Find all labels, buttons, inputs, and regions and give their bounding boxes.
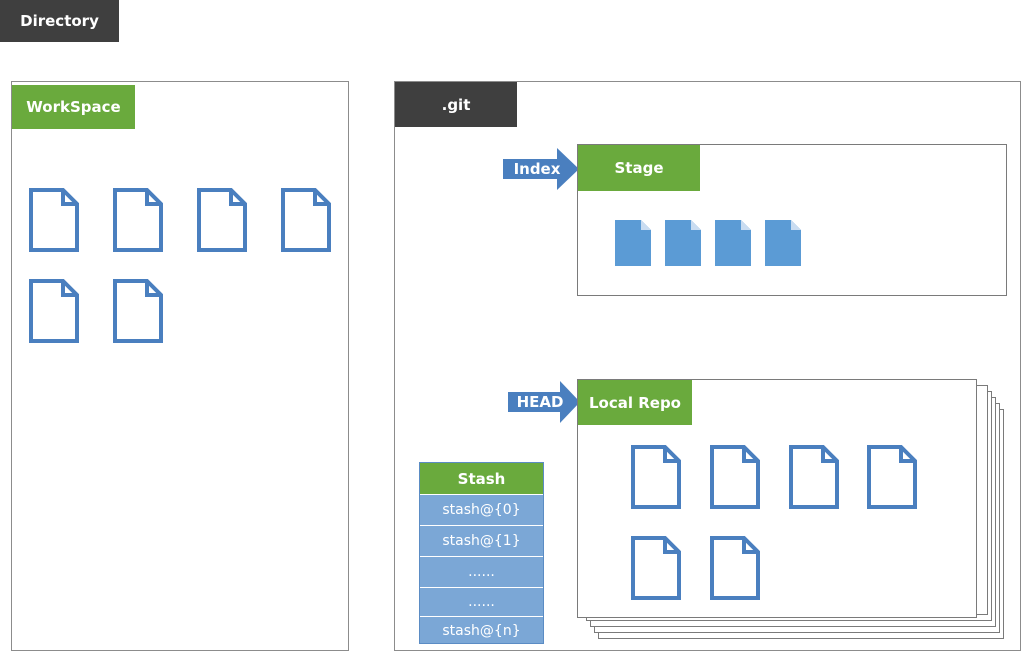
repo-file-icon [630, 535, 682, 601]
stage-file-icon [615, 220, 651, 266]
workspace-file-icon [112, 278, 164, 344]
stash-entry: ...... [420, 587, 543, 616]
stash-header: Stash [420, 463, 543, 494]
repo-file-icon [709, 535, 761, 601]
stage-label: Stage [578, 145, 700, 191]
repo-file-icon [866, 444, 918, 510]
head-pointer-label: HEAD [516, 393, 564, 411]
repo-file-icon [630, 444, 682, 510]
stage-panel: Stage [577, 144, 1007, 296]
workspace-file-icon [28, 187, 80, 253]
stage-file-icon [765, 220, 801, 266]
workspace-file-icon [196, 187, 248, 253]
stash-stack: Stash stash@{0} stash@{1} ...... ...... … [419, 462, 544, 644]
workspace-panel: WorkSpace [11, 81, 349, 651]
index-pointer-arrow-icon [503, 148, 579, 190]
repo-file-icon [709, 444, 761, 510]
stash-entry: ...... [420, 556, 543, 587]
workspace-file-icon [280, 187, 332, 253]
local-repo-panel: Local Repo [577, 379, 977, 618]
git-label: .git [395, 82, 517, 127]
local-repo-label: Local Repo [578, 380, 692, 425]
workspace-file-icon [112, 187, 164, 253]
directory-label: Directory [0, 0, 119, 42]
stage-file-icon [715, 220, 751, 266]
head-pointer-arrow-icon [508, 381, 580, 423]
index-pointer-label: Index [513, 160, 561, 178]
workspace-file-icon [28, 278, 80, 344]
repo-file-icon [788, 444, 840, 510]
stash-entry: stash@{n} [420, 616, 543, 645]
stash-entry: stash@{0} [420, 494, 543, 525]
workspace-label: WorkSpace [12, 85, 135, 129]
stage-file-icon [665, 220, 701, 266]
stash-entry: stash@{1} [420, 525, 543, 556]
